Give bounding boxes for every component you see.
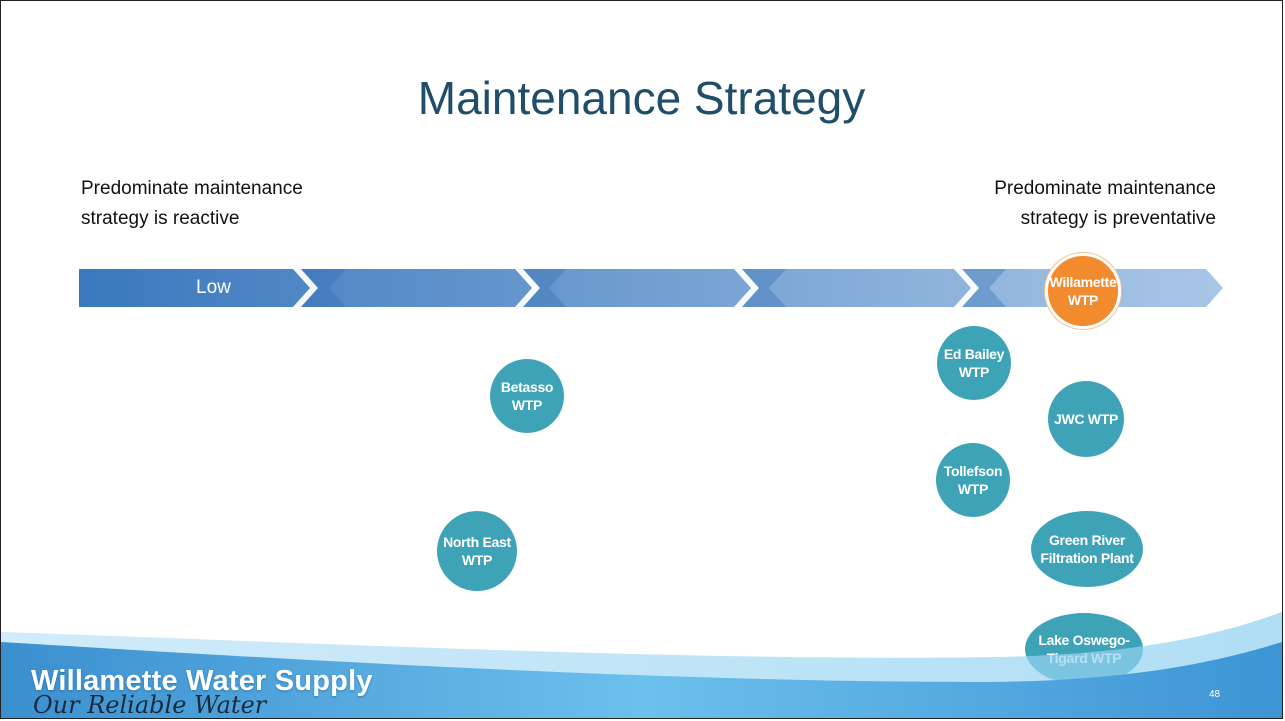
chevron-2 xyxy=(515,269,540,307)
reactive-label: Predominate maintenance strategy is reac… xyxy=(81,174,303,234)
arrow-chevrons xyxy=(293,269,979,307)
bubble-tollefson: Tollefson WTP xyxy=(936,443,1010,517)
footer-tagline: Our Reliable Water xyxy=(33,691,267,719)
footer-wave xyxy=(1,612,1282,718)
bubble-north-east-label: North East WTP xyxy=(443,534,511,568)
bubble-green-river: Green River Filtration Plant xyxy=(1031,511,1143,587)
slide-title: Maintenance Strategy xyxy=(417,72,866,124)
arrow-low-label: Low xyxy=(196,277,231,298)
bubble-betasso-label: Betasso WTP xyxy=(500,379,554,413)
bubble-willamette-label: Willamette WTP xyxy=(1049,274,1117,308)
bubble-jwc: JWC WTP xyxy=(1048,381,1124,457)
bubble-green-river-label: Green River Filtration Plant xyxy=(1040,532,1134,566)
chevron-1 xyxy=(293,269,318,307)
chevron-4 xyxy=(954,269,979,307)
footer-brand: Willamette Water Supply xyxy=(31,665,373,697)
bubble-ed-bailey-label: Ed Bailey WTP xyxy=(943,346,1005,380)
bubble-ed-bailey: Ed Bailey WTP xyxy=(937,326,1011,400)
reactive-label-text: Predominate maintenance strategy is reac… xyxy=(81,178,303,229)
preventative-label-text: Predominate maintenance strategy is prev… xyxy=(994,178,1216,229)
bubble-jwc-label: JWC WTP xyxy=(1053,411,1118,427)
bubble-north-east: North East WTP xyxy=(437,511,517,591)
bubble-willamette: Willamette WTP xyxy=(1045,253,1121,329)
preventative-label: Predominate maintenance strategy is prev… xyxy=(994,174,1216,234)
arrow-shading xyxy=(301,269,1006,307)
chevron-3 xyxy=(734,269,759,307)
bubble-betasso: Betasso WTP xyxy=(490,359,564,433)
bubble-tollefson-label: Tollefson WTP xyxy=(943,463,1003,497)
page-number: 48 xyxy=(1209,689,1221,700)
arrow-body xyxy=(79,269,1223,307)
